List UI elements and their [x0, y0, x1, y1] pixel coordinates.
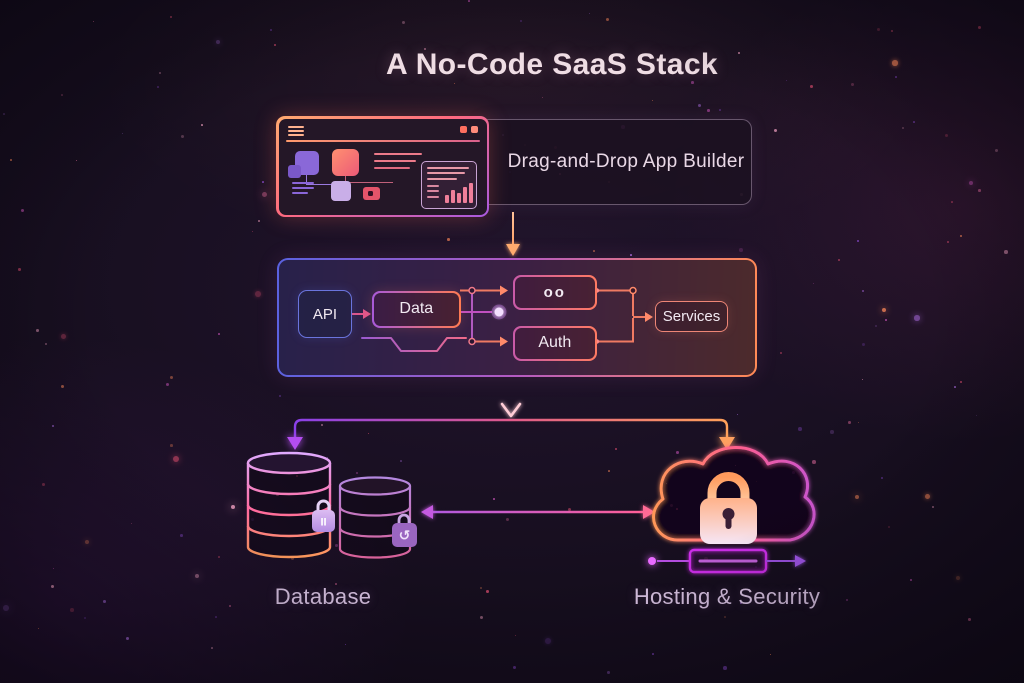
link-dots-icon: oo [543, 283, 566, 301]
connector-line [344, 181, 393, 183]
widget-block-orange [331, 148, 359, 176]
data-node: Data [372, 291, 461, 328]
backend-panel [277, 258, 757, 377]
connector-line [344, 175, 346, 183]
text-line [373, 159, 416, 162]
services-label: Services [662, 308, 721, 325]
image-icon [362, 186, 380, 200]
browser-content [278, 118, 487, 215]
text-line-small [291, 191, 308, 194]
database-label: Database [274, 584, 372, 609]
connector-line [305, 183, 340, 185]
text-line [373, 166, 410, 169]
services-node: Services [655, 301, 728, 332]
image-icon-dot [367, 190, 373, 196]
window-control-icon [459, 125, 467, 133]
app-builder-label: Drag-and-Drop App Builder [507, 151, 745, 172]
hosting-security-label: Hosting & Security [633, 584, 821, 609]
toolbar-divider [285, 139, 480, 142]
widget-block-purple-small [287, 164, 301, 178]
text-line-small [291, 186, 314, 189]
window-control-icon [470, 125, 478, 133]
link-dots-node: oo [513, 275, 597, 310]
chart-panel-icon [420, 160, 477, 209]
auth-label: Auth [538, 334, 572, 352]
api-label: API [312, 305, 338, 323]
connector-line [305, 174, 307, 185]
api-node: API [298, 290, 352, 338]
diagram-title: A No-Code SaaS Stack [386, 48, 718, 81]
browser-window-icon [276, 116, 489, 217]
app-builder-panel: Drag-and-Drop App Builder [478, 119, 752, 205]
widget-block-lavender [330, 180, 351, 201]
data-label: Data [399, 300, 434, 318]
bar-chart-icon [444, 194, 449, 203]
auth-node: Auth [513, 326, 597, 361]
text-line [373, 152, 422, 155]
text-line-small [291, 181, 314, 184]
